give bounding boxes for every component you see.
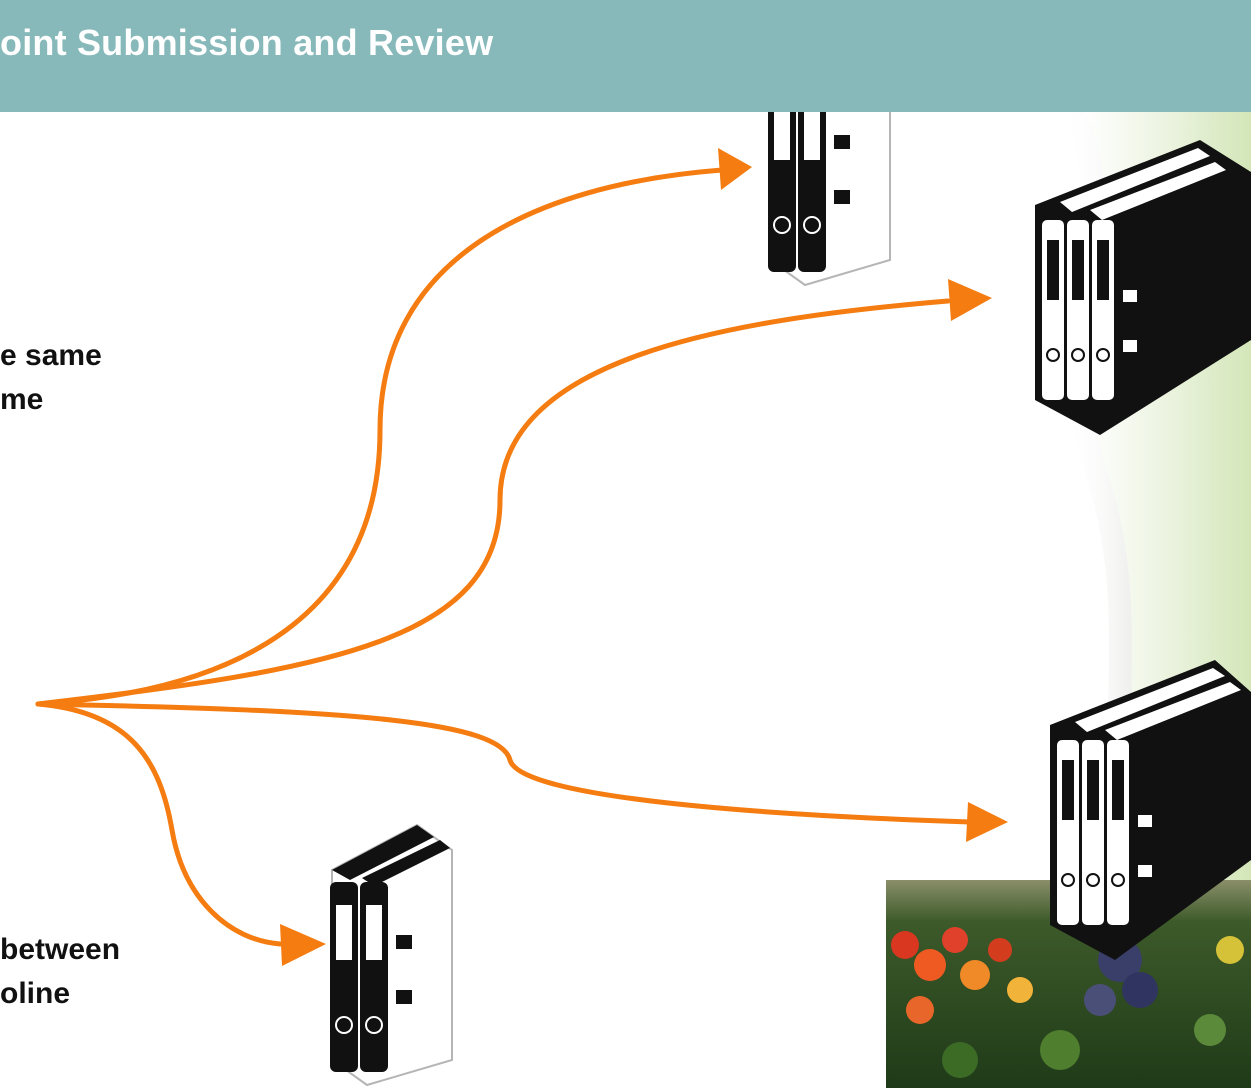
arrow-to-top-binder (35, 167, 725, 707)
arrow-to-lower-right-binder (35, 701, 973, 825)
lower-text-block: between oline (0, 928, 120, 1016)
arrowhead-icon (718, 148, 752, 190)
arrow-to-bottom-binder (35, 701, 283, 947)
binder-white-icon (330, 823, 453, 1087)
arrowhead-icon (280, 924, 326, 966)
arrowhead-icon (966, 802, 1008, 842)
upper-text-line-1: e same (0, 339, 102, 372)
page-title: oint Submission and Review (0, 22, 494, 63)
binder-black-icon (1035, 140, 1251, 435)
binder-black-icon (1050, 660, 1251, 960)
upper-text-block: e same me (0, 334, 102, 422)
upper-text-line-2: me (0, 383, 44, 416)
header-bar: oint Submission and Review (0, 0, 1251, 112)
arrow-group (35, 167, 973, 947)
lower-text-line-2: oline (0, 977, 71, 1010)
lower-text-line-1: between (0, 933, 121, 966)
arrowhead-icon (948, 279, 992, 321)
arrow-to-upper-right-binder (35, 298, 951, 707)
arrowheads (280, 148, 1008, 966)
